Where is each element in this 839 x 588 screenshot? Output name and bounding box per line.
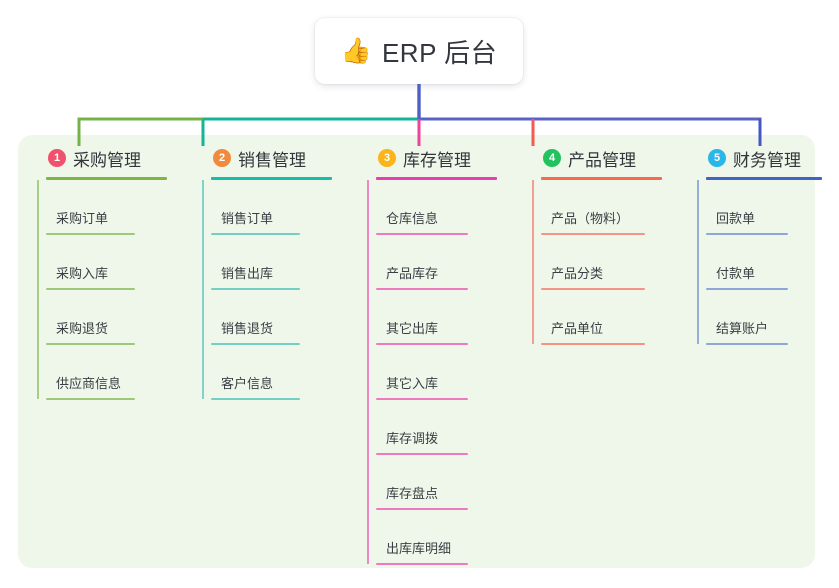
leaf-item-label: 产品单位 bbox=[551, 321, 604, 336]
leaf-list: 仓库信息产品库存其它出库其它入库库存调拨库存盘点出库库明细 bbox=[358, 180, 518, 565]
leaf-item-underline bbox=[46, 233, 135, 235]
leaf-item-label: 采购退货 bbox=[56, 321, 109, 336]
leaf-item-label: 出库库明细 bbox=[386, 541, 452, 556]
leaf-item-label: 采购入库 bbox=[56, 266, 109, 281]
leaf-item[interactable]: 销售退货 bbox=[193, 290, 353, 345]
leaf-item-label: 销售退货 bbox=[221, 321, 274, 336]
leaf-list: 回款单付款单结算账户 bbox=[688, 180, 818, 345]
root-node-title: ERP 后台 bbox=[381, 37, 498, 68]
column-header-2[interactable]: 2 销售管理 bbox=[193, 146, 353, 170]
leaf-item-label: 其它入库 bbox=[386, 376, 439, 391]
leaf-item[interactable]: 结算账户 bbox=[688, 290, 818, 345]
leaf-item-underline bbox=[211, 233, 300, 235]
column-badge-5: 5 bbox=[708, 149, 726, 167]
leaf-item-underline bbox=[376, 398, 468, 400]
column-underline bbox=[706, 177, 822, 180]
leaf-item[interactable]: 库存调拨 bbox=[358, 400, 518, 455]
leaf-item[interactable]: 供应商信息 bbox=[28, 345, 188, 400]
leaf-item-underline bbox=[211, 398, 300, 400]
column-title: 产品管理 bbox=[568, 150, 636, 170]
leaf-item-underline bbox=[376, 508, 468, 510]
leaf-item[interactable]: 采购退货 bbox=[28, 290, 188, 345]
leaf-item-underline bbox=[376, 563, 468, 565]
column-underline bbox=[46, 177, 167, 180]
leaf-item-underline bbox=[376, 343, 468, 345]
leaf-item-label: 产品分类 bbox=[551, 266, 604, 281]
leaf-item-underline bbox=[706, 233, 788, 235]
leaf-list: 采购订单采购入库采购退货供应商信息 bbox=[28, 180, 188, 400]
leaf-item-underline bbox=[211, 288, 300, 290]
column-title: 销售管理 bbox=[238, 150, 306, 170]
leaf-item-label: 产品（物料） bbox=[551, 211, 630, 226]
column-header-5[interactable]: 5 财务管理 bbox=[688, 146, 818, 170]
leaf-item-underline bbox=[46, 343, 135, 345]
leaf-item-label: 结算账户 bbox=[716, 321, 769, 336]
column-header-3[interactable]: 3 库存管理 bbox=[358, 146, 518, 170]
leaf-item-label: 库存调拨 bbox=[386, 431, 439, 446]
leaf-item-underline bbox=[376, 233, 468, 235]
leaf-item-label: 产品库存 bbox=[386, 266, 439, 281]
leaf-item[interactable]: 其它出库 bbox=[358, 290, 518, 345]
column-5: 5 财务管理回款单付款单结算账户 bbox=[688, 146, 822, 345]
leaf-item[interactable]: 产品库存 bbox=[358, 235, 518, 290]
leaf-item-underline bbox=[541, 288, 645, 290]
column-badge-3: 3 bbox=[378, 149, 396, 167]
column-underline bbox=[376, 177, 497, 180]
column-title: 库存管理 bbox=[403, 150, 471, 170]
column-2: 2 销售管理销售订单销售出库销售退货客户信息 bbox=[193, 146, 353, 400]
leaf-item[interactable]: 销售订单 bbox=[193, 180, 353, 235]
leaf-item[interactable]: 库存盘点 bbox=[358, 455, 518, 510]
leaf-item[interactable]: 产品单位 bbox=[523, 290, 688, 345]
leaf-item[interactable]: 付款单 bbox=[688, 235, 818, 290]
column-title: 财务管理 bbox=[733, 150, 801, 170]
leaf-item[interactable]: 销售出库 bbox=[193, 235, 353, 290]
leaf-item[interactable]: 采购入库 bbox=[28, 235, 188, 290]
leaf-item[interactable]: 出库库明细 bbox=[358, 510, 518, 565]
leaf-item-label: 其它出库 bbox=[386, 321, 439, 336]
column-badge-4: 4 bbox=[543, 149, 561, 167]
root-node-card[interactable]: 👍 ERP 后台 bbox=[315, 18, 523, 84]
leaf-item[interactable]: 仓库信息 bbox=[358, 180, 518, 235]
leaf-item-underline bbox=[211, 343, 300, 345]
leaf-item-label: 库存盘点 bbox=[386, 486, 439, 501]
leaf-item-underline bbox=[376, 453, 468, 455]
leaf-item[interactable]: 采购订单 bbox=[28, 180, 188, 235]
leaf-item-underline bbox=[541, 233, 645, 235]
column-title: 采购管理 bbox=[73, 150, 141, 170]
leaf-item-label: 销售订单 bbox=[221, 211, 274, 226]
leaf-item[interactable]: 回款单 bbox=[688, 180, 818, 235]
column-header-4[interactable]: 4 产品管理 bbox=[523, 146, 688, 170]
diagram-panel bbox=[18, 135, 815, 568]
leaf-item[interactable]: 其它入库 bbox=[358, 345, 518, 400]
leaf-item-underline bbox=[46, 288, 135, 290]
column-badge-1: 1 bbox=[48, 149, 66, 167]
leaf-item-underline bbox=[46, 398, 135, 400]
leaf-item-label: 客户信息 bbox=[221, 376, 274, 391]
column-badge-2: 2 bbox=[213, 149, 231, 167]
leaf-item-underline bbox=[706, 288, 788, 290]
column-4: 4 产品管理产品（物料） 产品分类产品单位 bbox=[523, 146, 688, 345]
column-underline bbox=[211, 177, 332, 180]
leaf-item-label: 供应商信息 bbox=[56, 376, 122, 391]
column-underline bbox=[541, 177, 662, 180]
leaf-item-underline bbox=[541, 343, 645, 345]
leaf-list: 产品（物料） 产品分类产品单位 bbox=[523, 180, 688, 345]
leaf-item[interactable]: 产品分类 bbox=[523, 235, 688, 290]
leaf-item[interactable]: 产品（物料） bbox=[523, 180, 688, 235]
leaf-list: 销售订单销售出库销售退货客户信息 bbox=[193, 180, 353, 400]
column-3: 3 库存管理仓库信息产品库存其它出库其它入库库存调拨库存盘点出库库明细 bbox=[358, 146, 518, 565]
column-1: 1 采购管理采购订单采购入库采购退货供应商信息 bbox=[28, 146, 188, 400]
thumbs-up-icon: 👍 bbox=[340, 36, 372, 65]
leaf-item-underline bbox=[706, 343, 788, 345]
leaf-item-label: 采购订单 bbox=[56, 211, 109, 226]
leaf-item-label: 付款单 bbox=[716, 266, 756, 281]
leaf-item[interactable]: 客户信息 bbox=[193, 345, 353, 400]
leaf-item-underline bbox=[376, 288, 468, 290]
leaf-item-label: 回款单 bbox=[716, 211, 756, 226]
leaf-item-label: 仓库信息 bbox=[386, 211, 439, 226]
column-header-1[interactable]: 1 采购管理 bbox=[28, 146, 188, 170]
leaf-item-label: 销售出库 bbox=[221, 266, 274, 281]
